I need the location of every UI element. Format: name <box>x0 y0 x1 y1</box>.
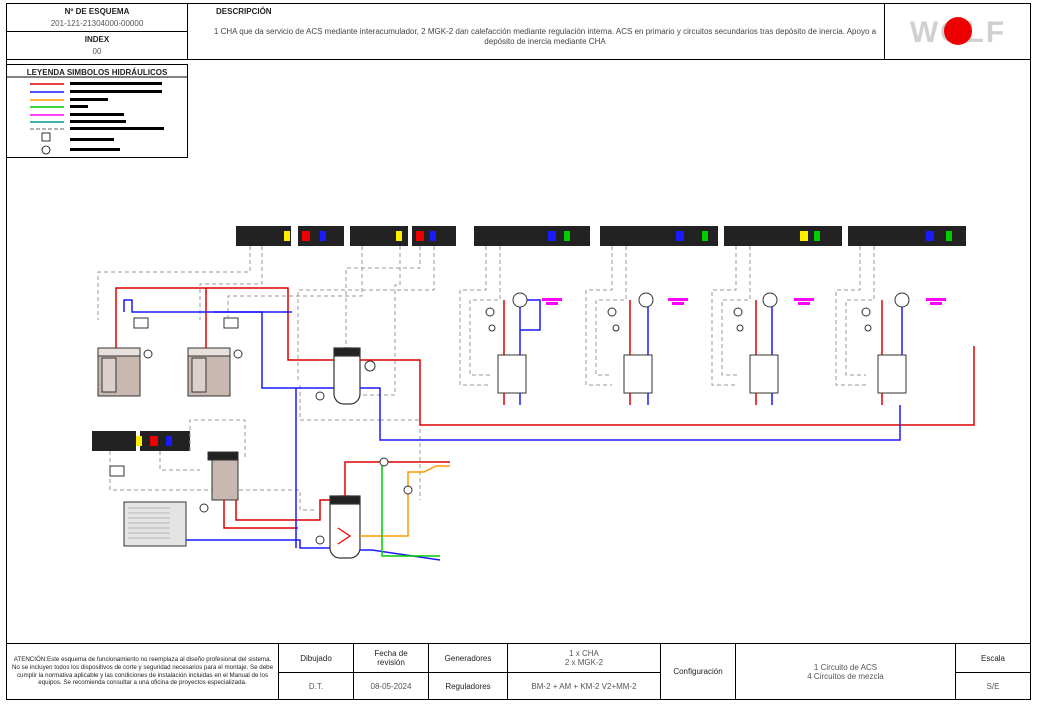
index-label: INDEX <box>84 35 110 44</box>
heating-emitters <box>542 298 946 305</box>
scheme-number-value: 201-121-21304000-00000 <box>50 19 144 28</box>
legend-title: LEYENDA SIMBOLOS HIDRÁULICOS <box>26 68 168 77</box>
cha-hydraulic-module <box>207 451 239 501</box>
supply-lines <box>115 287 975 529</box>
escala-label: Escala <box>955 643 1031 673</box>
boiler-mgk-2 <box>187 347 231 397</box>
footer-warning: ATENCIÓN:Este esquema de funcionamiento … <box>6 643 279 700</box>
dhw-tank <box>329 495 361 559</box>
configuracion-label: Configuración <box>660 643 736 700</box>
generadores-label: Generadores <box>428 643 508 673</box>
generadores-value-2: 2 x MGK-2 <box>564 658 604 667</box>
buffer-tank <box>333 347 361 405</box>
mixing-valves <box>497 354 907 394</box>
configuracion-value-1: 1 Circuito de ACS <box>813 662 878 672</box>
logo-box <box>884 3 1031 60</box>
description-text: 1 CHA que da servicio de ACS mediante in… <box>213 27 877 46</box>
boiler-mgk-1 <box>97 347 141 397</box>
fecha-label: Fecha de revisión <box>353 643 429 673</box>
legend-sensor-symbol <box>41 132 51 142</box>
reguladores-value: BM-2 + AM + KM-2 V2+MM-2 <box>507 672 661 700</box>
circulation-pumps <box>143 292 910 545</box>
heat-pump-cha <box>123 501 187 547</box>
index-value: 00 <box>92 47 102 56</box>
escala-value: S/E <box>955 672 1031 700</box>
dibujado-value: D.T. <box>278 672 354 700</box>
scheme-number-label: Nº DE ESQUEMA <box>64 7 130 16</box>
room-controllers <box>109 317 239 477</box>
footer-warning-text: ATENCIÓN:Este esquema de funcionamiento … <box>11 656 274 687</box>
reguladores-label: Reguladores <box>428 672 508 700</box>
generadores-value: 1 x CHA 2 x MGK-2 <box>507 643 661 673</box>
legend-pump-symbol <box>41 145 51 155</box>
generadores-value-1: 1 x CHA <box>569 649 599 658</box>
dibujado-label: Dibujado <box>278 643 354 673</box>
controller-modules <box>92 226 966 451</box>
return-lines <box>123 299 903 561</box>
configuracion-value-2: 4 Circuitos de mezcla <box>807 671 884 681</box>
legend-box: LEYENDA SIMBOLOS HIDRÁULICOS <box>6 64 188 158</box>
control-wiring <box>97 246 875 511</box>
fecha-value: 08-05-2024 <box>353 672 429 700</box>
description-label: DESCRIPCIÓN <box>216 7 272 16</box>
configuracion-value: 1 Circuito de ACS 4 Circuitos de mezcla <box>735 643 956 700</box>
dhw-recirculation-line <box>360 465 450 537</box>
cold-water-line <box>381 462 440 557</box>
